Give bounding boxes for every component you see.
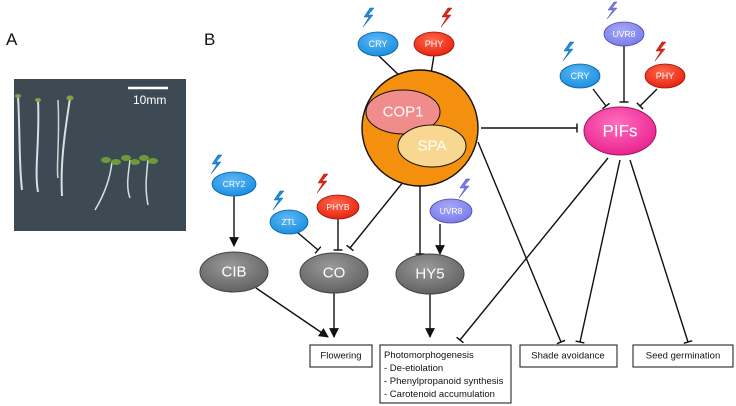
edge-pifs-photomorph (456, 157, 609, 344)
output-phenylpropanoid: - Phenylpropanoid synthesis (384, 376, 504, 387)
node-cry-top-label: CRY (369, 39, 388, 49)
node-cib: CIB (199, 251, 269, 293)
node-ztl: ZTL (269, 209, 309, 235)
output-shade-avoidance: Shade avoidance (519, 344, 618, 368)
node-cop1-label: COP1 (383, 104, 424, 121)
node-uvr8-mid: UVR8 (429, 198, 473, 224)
panel-label-a: A (6, 30, 18, 49)
output-shade-avoidance-label: Shade avoidance (531, 351, 604, 362)
edge-pifs-shade (575, 159, 621, 344)
node-pifs-label: PIFs (603, 122, 638, 141)
light-signals (210, 1, 667, 211)
node-cry-right-label: CRY (571, 71, 590, 81)
edge-cry-pifs (592, 88, 611, 110)
node-hy5: HY5 (395, 253, 465, 295)
blue-light-bolt-icon (362, 7, 375, 28)
uv-light-bolt-icon (606, 1, 618, 20)
output-photomorphogenesis-title: Photomorphogenesis (384, 350, 474, 361)
node-co-label: CO (323, 265, 346, 282)
uv-light-bolt-icon (458, 178, 471, 199)
node-cib-label: CIB (221, 264, 246, 281)
blue-light-bolt-icon (272, 190, 285, 211)
edge-ztl-co (296, 231, 322, 254)
node-phy-top-label: PHY (425, 39, 444, 49)
node-co: CO (299, 252, 369, 294)
blue-light-bolt-icon (562, 41, 575, 62)
panel-label-b: B (204, 30, 215, 49)
node-phyb-label: PHYB (326, 202, 349, 212)
node-cry2-label: CRY2 (223, 179, 246, 189)
output-photomorphogenesis: Photomorphogenesis - De-etiolation - Phe… (379, 344, 512, 404)
red-light-bolt-icon (654, 41, 667, 62)
blue-light-bolt-icon (210, 154, 223, 175)
node-cry2: CRY2 (211, 171, 257, 197)
edge-cib-flowering (255, 287, 329, 338)
output-seed-germination-label: Seed germination (646, 351, 720, 362)
edge-phy-pifs (636, 88, 658, 110)
output-flowering-label: Flowering (320, 351, 361, 362)
node-uvr8-mid-label: UVR8 (440, 206, 463, 216)
edge-pifs-seed (629, 159, 693, 345)
node-cry-right: CRY (559, 63, 601, 89)
node-cop1 (365, 89, 441, 135)
scale-bar-label: 10mm (133, 93, 166, 107)
output-carotenoid: - Carotenoid accumulation (384, 389, 495, 400)
node-cop1-spa-complex: COP1 SPA (361, 69, 479, 187)
seedling-photo: 10mm (14, 79, 186, 231)
output-flowering: Flowering (309, 344, 373, 368)
node-cry-top: CRY (357, 31, 399, 57)
edges (229, 46, 693, 345)
node-spa (397, 124, 467, 168)
node-phy-right-label: PHY (656, 71, 675, 81)
node-hy5-label: HY5 (415, 266, 444, 283)
edge-cop1-co (346, 175, 409, 252)
node-pifs: PIFs (583, 106, 657, 156)
node-phy-top: PHY (413, 31, 455, 57)
output-de-etiolation: - De-etiolation (384, 363, 443, 374)
node-uvr8-right: UVR8 (603, 21, 645, 47)
node-phy-right: PHY (644, 63, 686, 89)
node-phyb: PHYB (316, 194, 360, 220)
edge-cop1-shade (477, 141, 566, 345)
red-light-bolt-icon (440, 7, 453, 28)
node-spa-label: SPA (418, 138, 447, 155)
node-uvr8-right-label: UVR8 (613, 29, 636, 39)
output-seed-germination: Seed germination (632, 344, 734, 368)
red-light-bolt-icon (316, 173, 329, 194)
node-ztl-label: ZTL (281, 217, 296, 227)
